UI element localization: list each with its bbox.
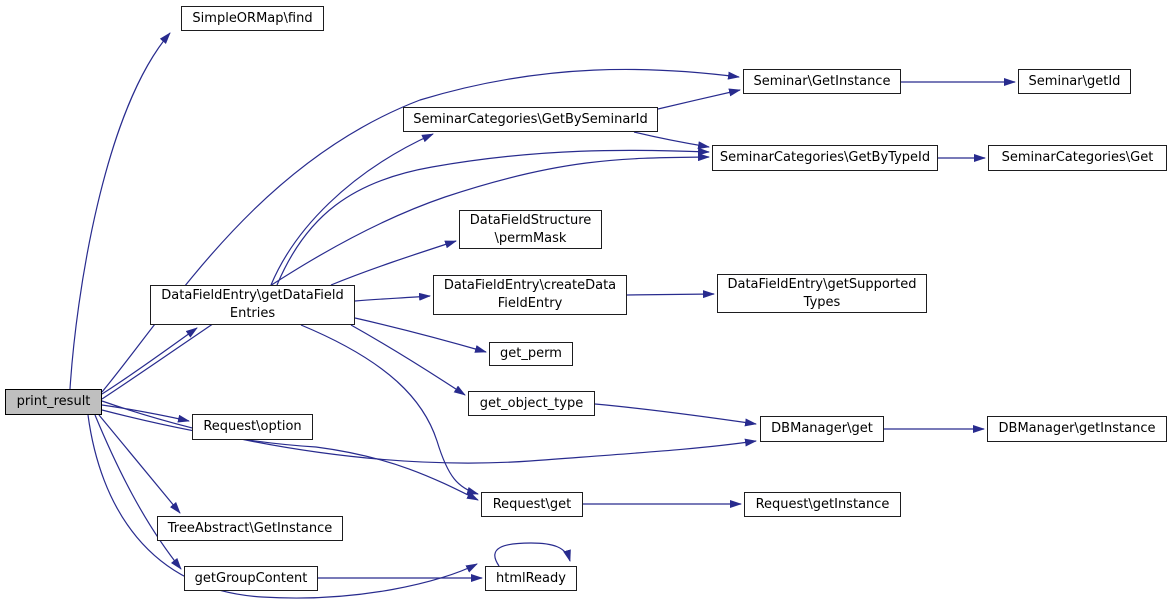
node-seminar-getinstance[interactable]: Seminar\GetInstance — [743, 69, 901, 94]
node-label: DBManager\getInstance — [998, 421, 1156, 436]
node-datafieldstructure-permmask[interactable]: DataFieldStructure \permMask — [459, 210, 602, 249]
edge-datafieldentry-getdatafieldentries-to-get-object-type — [350, 324, 466, 396]
edge-datafieldentry-createdatafieldentry-to-datafieldentry-getsupportedtypes — [626, 290, 715, 299]
node-print-result: print_result — [5, 389, 102, 415]
node-label: Request\getInstance — [755, 496, 890, 512]
edge-seminarcategories-getbyseminarid-to-seminar-getinstance — [657, 88, 741, 110]
node-label: DataFieldEntry\createData — [443, 278, 617, 293]
node-label: DataFieldStructure — [469, 212, 592, 228]
node-label: SeminarCategories\GetBySeminarId — [413, 111, 648, 127]
node-label: FieldEntry — [497, 296, 563, 311]
node-label: DataFieldEntry\getSupported — [727, 276, 917, 292]
edge-print-result-to-simpleormap-find — [69, 32, 171, 390]
node-label: DataFieldEntry\getDataField — [161, 288, 344, 303]
edge-datafieldentry-getdatafieldentries-to-get-perm — [354, 317, 487, 353]
edge-print-result-to-datafieldentry-getdatafieldentries — [101, 327, 198, 395]
node-label: Request\option — [203, 419, 302, 434]
edge-datafieldentry-getdatafieldentries-to-seminarcategories-getbyseminarid — [270, 133, 434, 286]
node-request-option[interactable]: Request\option — [192, 414, 313, 440]
node-label: \permMask — [494, 230, 567, 246]
edge-print-result-to-request-get — [101, 409, 479, 501]
edge-get-object-type-to-dbmanager-get — [594, 403, 757, 427]
edge-datafieldentry-getdatafieldentries-to-datafieldentry-createdatafieldentry — [354, 292, 431, 302]
edge-datafieldentry-getdatafieldentries-to-datafieldstructure-permmask — [330, 240, 457, 286]
node-label: Types — [803, 294, 841, 310]
node-treeabstract-getinstance[interactable]: TreeAbstract\GetInstance — [157, 516, 343, 541]
node-dbmanager-get[interactable]: DBManager\get — [760, 416, 884, 442]
node-simpleormap-find[interactable]: SimpleORMap\find — [181, 6, 324, 31]
node-label: SeminarCategories\Get — [1001, 150, 1154, 165]
node-seminarcategories-getbytypeid[interactable]: SeminarCategories\GetByTypeId — [712, 145, 938, 171]
node-htmlready[interactable]: htmlReady — [485, 566, 577, 591]
node-label: htmlReady — [496, 570, 566, 586]
node-request-getinstance[interactable]: Request\getInstance — [744, 492, 901, 517]
node-get-object-type[interactable]: get_object_type — [468, 391, 595, 416]
edge-datafieldentry-getdatafieldentries-to-request-get — [300, 324, 479, 495]
node-label: Entries — [229, 306, 276, 321]
edge-print-result-to-getgroupcontent — [94, 414, 182, 570]
node-label: SimpleORMap\find — [192, 10, 313, 26]
node-label: Seminar\getId — [1028, 73, 1121, 89]
node-label: get_object_type — [479, 395, 584, 411]
node-get-perm[interactable]: get_perm — [489, 342, 573, 366]
node-label: getGroupContent — [194, 570, 308, 586]
edge-datafieldentry-getdatafieldentries-to-seminarcategories-getbytypeid — [276, 147, 710, 286]
node-label: DBManager\get — [771, 421, 873, 436]
node-label: print_result — [16, 394, 91, 409]
node-seminarcategories-get[interactable]: SeminarCategories\Get — [988, 145, 1167, 171]
edge-print-result-to-seminarcategories-getbytypeid — [101, 153, 710, 400]
node-seminarcategories-getbyseminarid[interactable]: SeminarCategories\GetBySeminarId — [403, 107, 658, 132]
node-label: get_perm — [500, 346, 562, 361]
node-getgroupcontent[interactable]: getGroupContent — [184, 566, 318, 591]
edge-print-result-to-request-option — [101, 404, 190, 423]
edge-print-result-to-treeabstract-getinstance — [98, 414, 181, 514]
node-dbmanager-getinstance[interactable]: DBManager\getInstance — [987, 416, 1167, 442]
edge-htmlready-to-htmlready — [494, 542, 571, 567]
edge-seminarcategories-getbyseminarid-to-seminarcategories-getbytypeid — [633, 131, 710, 150]
node-request-get[interactable]: Request\get — [481, 492, 583, 517]
node-seminar-getid[interactable]: Seminar\getId — [1018, 69, 1131, 94]
node-label: SeminarCategories\GetByTypeId — [719, 150, 931, 165]
node-label: Seminar\GetInstance — [753, 73, 891, 89]
node-label: TreeAbstract\GetInstance — [167, 520, 333, 536]
edge-print-result-to-htmlready — [87, 414, 478, 599]
node-label: Request\get — [492, 496, 572, 512]
